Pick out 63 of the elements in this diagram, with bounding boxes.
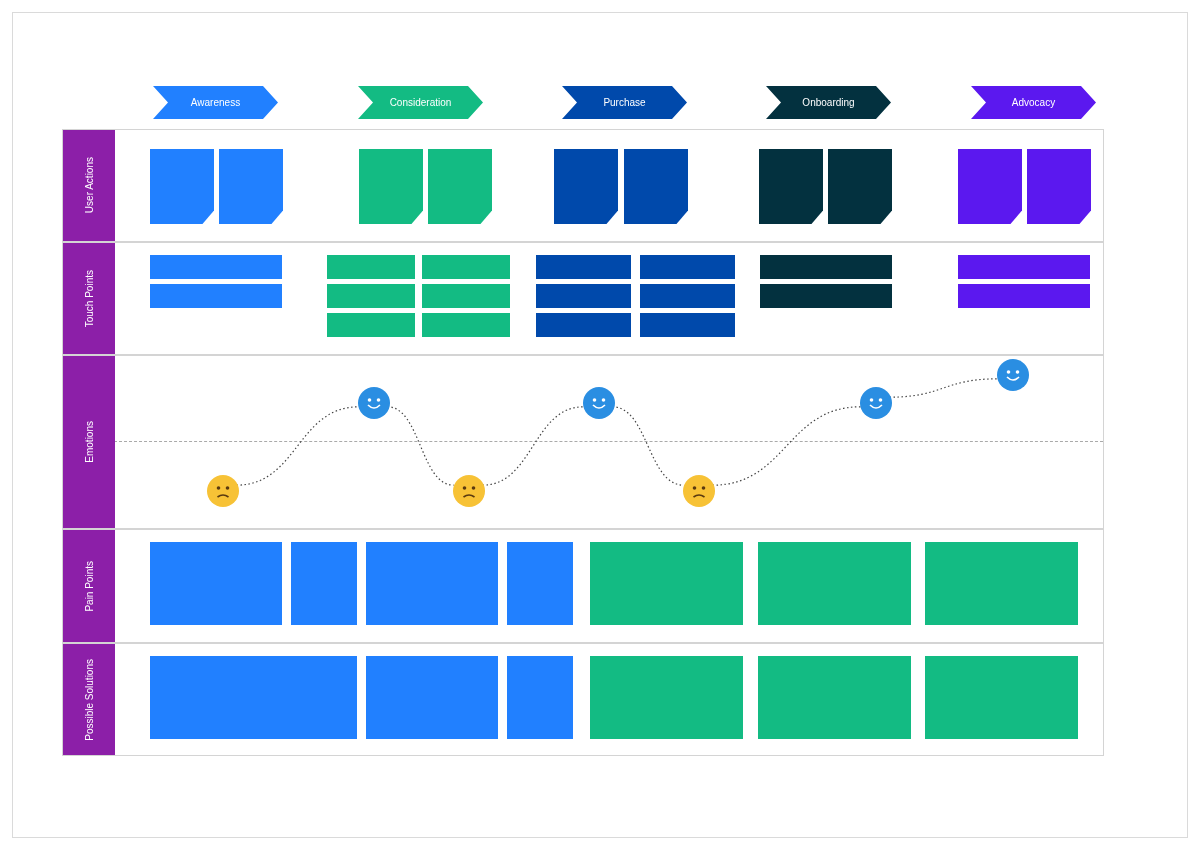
touch-point-bar bbox=[327, 313, 415, 337]
pain-point-card bbox=[758, 542, 911, 625]
sticky-note bbox=[759, 149, 823, 224]
touch-point-bar bbox=[760, 284, 892, 308]
touch-point-bar bbox=[958, 284, 1090, 308]
sticky-note bbox=[958, 149, 1022, 224]
touch-point-bar bbox=[327, 255, 415, 279]
pain-point-card bbox=[507, 542, 573, 625]
sticky-note bbox=[219, 149, 283, 224]
swimlane-row bbox=[62, 129, 1104, 242]
smiley-face-icon bbox=[997, 359, 1029, 391]
swimlane-row bbox=[62, 643, 1104, 756]
touch-point-bar bbox=[422, 284, 510, 308]
pain-point-card bbox=[150, 542, 282, 625]
stage-chevron: Onboarding bbox=[766, 86, 891, 119]
smiley-face-icon bbox=[860, 387, 892, 419]
solution-card bbox=[758, 656, 911, 739]
pain-point-card bbox=[925, 542, 1078, 625]
lane-label: Pain Points bbox=[63, 530, 115, 642]
pain-point-card bbox=[291, 542, 357, 625]
touch-point-bar bbox=[640, 313, 735, 337]
sticky-note bbox=[359, 149, 423, 224]
stage-chevron: Advocacy bbox=[971, 86, 1096, 119]
sad-face-icon bbox=[683, 475, 715, 507]
touch-point-bar bbox=[536, 284, 631, 308]
sticky-note bbox=[428, 149, 492, 224]
touch-point-bar bbox=[640, 284, 735, 308]
smiley-face-icon bbox=[583, 387, 615, 419]
solution-card bbox=[590, 656, 743, 739]
touch-point-bar bbox=[150, 255, 282, 279]
solution-card bbox=[366, 656, 498, 739]
solution-card bbox=[507, 656, 573, 739]
swimlane-row bbox=[62, 242, 1104, 355]
sticky-note bbox=[624, 149, 688, 224]
stage-chevron: Awareness bbox=[153, 86, 278, 119]
touch-point-bar bbox=[422, 313, 510, 337]
touch-point-bar bbox=[760, 255, 892, 279]
sad-face-icon bbox=[207, 475, 239, 507]
pain-point-card bbox=[590, 542, 743, 625]
lane-label: Touch Points bbox=[63, 243, 115, 354]
touch-point-bar bbox=[640, 255, 735, 279]
lane-label: Emotions bbox=[63, 356, 115, 528]
solution-card bbox=[925, 656, 1078, 739]
touch-point-bar bbox=[536, 313, 631, 337]
touch-point-bar bbox=[150, 284, 282, 308]
lane-label: Possible Solutions bbox=[63, 644, 115, 755]
lane-label: User Actions bbox=[63, 130, 115, 241]
swimlane-row bbox=[62, 529, 1104, 643]
touch-point-bar bbox=[958, 255, 1090, 279]
stage-chevron: Purchase bbox=[562, 86, 687, 119]
touch-point-bar bbox=[422, 255, 510, 279]
sticky-note bbox=[828, 149, 892, 224]
pain-point-card bbox=[366, 542, 498, 625]
stage-chevron: Consideration bbox=[358, 86, 483, 119]
solution-card bbox=[150, 656, 357, 739]
swimlane-row bbox=[62, 355, 1104, 529]
smiley-face-icon bbox=[358, 387, 390, 419]
sad-face-icon bbox=[453, 475, 485, 507]
touch-point-bar bbox=[327, 284, 415, 308]
sticky-note bbox=[554, 149, 618, 224]
sticky-note bbox=[150, 149, 214, 224]
sticky-note bbox=[1027, 149, 1091, 224]
touch-point-bar bbox=[536, 255, 631, 279]
